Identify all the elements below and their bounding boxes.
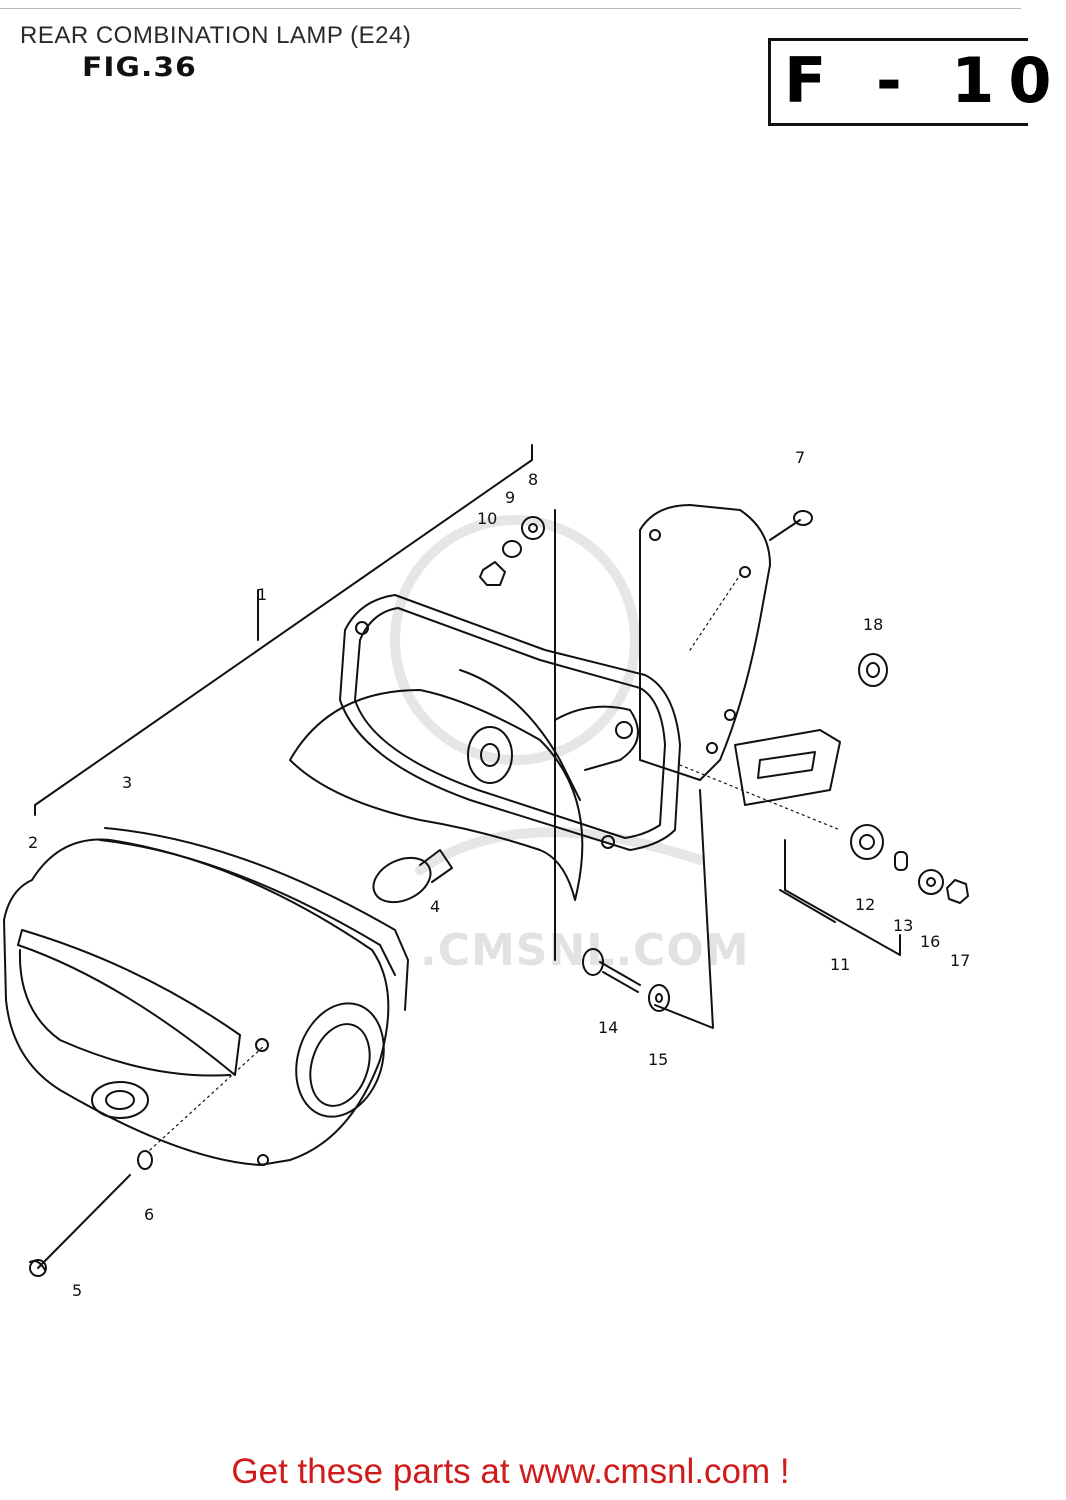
grommet-part-18 bbox=[858, 653, 888, 687]
callout-4: 4 bbox=[430, 897, 441, 916]
leader-frame-1 bbox=[34, 444, 714, 1029]
lockwasher-part-9 bbox=[502, 540, 522, 558]
footer-link-text[interactable]: Get these parts at www.cmsnl.com ! bbox=[231, 1452, 790, 1491]
lamp-base-housing bbox=[339, 594, 681, 851]
page-code: F - 10 bbox=[784, 44, 1066, 117]
guide-lines bbox=[149, 574, 841, 1151]
callout-5: 5 bbox=[72, 1281, 83, 1300]
callout-6: 6 bbox=[144, 1205, 155, 1224]
page-code-box bbox=[768, 38, 1028, 126]
callout-7: 7 bbox=[795, 448, 806, 467]
callout-11: 11 bbox=[830, 955, 851, 974]
callout-16: 16 bbox=[920, 932, 941, 951]
lamp-gasket bbox=[289, 689, 584, 901]
nut-part-10 bbox=[479, 561, 506, 586]
spacer-part-13 bbox=[894, 851, 908, 871]
washer-part-8 bbox=[521, 516, 545, 540]
callout-9: 9 bbox=[505, 488, 516, 507]
washer-part-6 bbox=[137, 1150, 153, 1170]
watermark-logo bbox=[390, 515, 705, 875]
callout-1: 1 bbox=[257, 585, 268, 604]
mounting-bracket bbox=[639, 504, 841, 806]
bulb bbox=[372, 849, 453, 904]
callout-18: 18 bbox=[863, 615, 884, 634]
callout-13: 13 bbox=[893, 916, 914, 935]
callout-3: 3 bbox=[122, 773, 133, 792]
callout-10: 10 bbox=[477, 509, 498, 528]
callout-12: 12 bbox=[855, 895, 876, 914]
callout-17: 17 bbox=[950, 951, 971, 970]
washer-part-15 bbox=[648, 984, 670, 1012]
callout-2: 2 bbox=[28, 833, 39, 852]
leader-frame-11 bbox=[779, 839, 901, 956]
washer-part-16 bbox=[918, 869, 944, 895]
top-rule bbox=[0, 8, 1021, 9]
lamp-lens bbox=[3, 827, 409, 1166]
bolt-part-14 bbox=[582, 948, 641, 993]
nut-part-17 bbox=[946, 879, 969, 904]
figure-number: FIG.36 bbox=[82, 52, 197, 83]
exploded-parts-drawing bbox=[3, 444, 969, 1277]
diagram-title: REAR COMBINATION LAMP (E24) bbox=[20, 22, 412, 49]
callout-15: 15 bbox=[648, 1050, 669, 1069]
bushing-part-12 bbox=[850, 824, 884, 860]
callout-8: 8 bbox=[528, 470, 539, 489]
bolt-part-7 bbox=[769, 510, 813, 541]
callout-14: 14 bbox=[598, 1018, 619, 1037]
screw-part-5 bbox=[29, 1174, 131, 1277]
